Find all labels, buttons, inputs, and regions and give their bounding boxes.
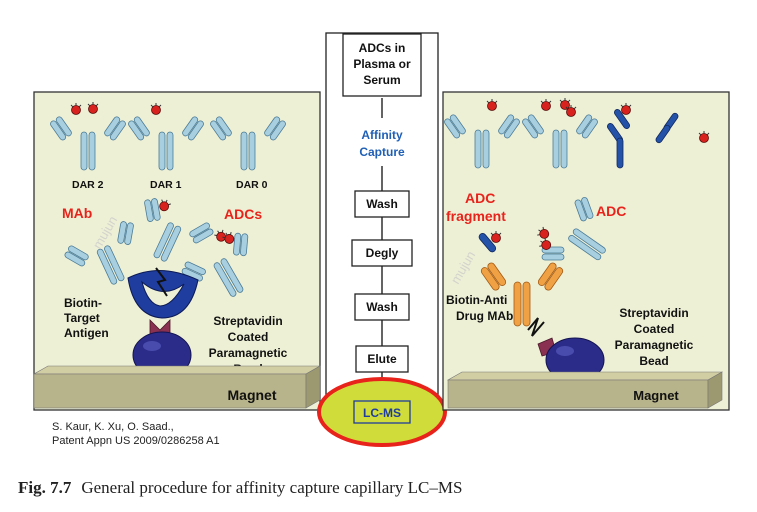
antigen-label: Antigen bbox=[64, 326, 109, 340]
citation-line: Patent Appn US 2009/0286258 A1 bbox=[52, 435, 220, 447]
magnet-slab bbox=[446, 371, 724, 409]
bead-label: Coated bbox=[228, 330, 269, 344]
lcms-step-label: LC-MS bbox=[363, 406, 401, 420]
antidrug-label: Drug MAb bbox=[456, 309, 513, 323]
bead-label: Streptavidin bbox=[619, 306, 688, 320]
dar-label: DAR 1 bbox=[150, 179, 182, 191]
wash-step-box bbox=[354, 293, 410, 321]
input-step-label: ADCs in bbox=[359, 41, 406, 55]
dar-label: DAR 2 bbox=[72, 179, 104, 191]
citation: S. Kaur, K. Xu, O. Saad., Patent Appn US… bbox=[52, 420, 220, 448]
binding-arrow-icon bbox=[527, 317, 545, 337]
figure-caption: Fig. 7.7 General procedure for affinity c… bbox=[18, 478, 462, 498]
wash-step-label: Wash bbox=[366, 197, 398, 211]
input-step-label: Serum bbox=[363, 73, 400, 87]
input-step-label: Plasma or bbox=[353, 57, 411, 71]
figure-number: Fig. 7.7 bbox=[18, 478, 72, 497]
bead-label: Paramagnetic bbox=[615, 338, 694, 352]
adcs-label: ADCs bbox=[224, 206, 262, 222]
bead-label: Coated bbox=[634, 322, 675, 336]
citation-line: S. Kaur, K. Xu, O. Saad., bbox=[52, 421, 174, 433]
bead-label: Bead bbox=[639, 354, 668, 368]
dark-fragment bbox=[655, 112, 710, 144]
lcms-step-box bbox=[353, 400, 411, 424]
wash-step-label: Wash bbox=[366, 300, 398, 314]
biotin-link-icon bbox=[149, 319, 171, 335]
caption-text: General procedure for affinity capture c… bbox=[81, 478, 463, 497]
binding-arrow-icon bbox=[155, 267, 168, 297]
elute-step-label: Elute bbox=[367, 352, 397, 366]
elute-step-box bbox=[355, 345, 409, 373]
bead-label: Paramagnetic bbox=[209, 346, 288, 360]
left-panel: DAR 2 DAR 1 DAR 0 MAb ADCs Biotin- Targe… bbox=[32, 91, 322, 411]
bead-label: Streptavidin bbox=[213, 314, 282, 328]
degly-step-box bbox=[351, 239, 413, 267]
mab-label: MAb bbox=[62, 205, 92, 221]
bound-fragment bbox=[478, 230, 502, 253]
degly-step-label: Degly bbox=[366, 246, 399, 260]
input-step-box bbox=[342, 33, 422, 97]
dar-label: DAR 0 bbox=[236, 179, 268, 191]
magnet-label: Magnet bbox=[228, 387, 277, 403]
affinity-step-label: Capture bbox=[359, 145, 405, 159]
adc-label: ADC bbox=[596, 203, 626, 219]
affinity-step-label: Affinity bbox=[361, 128, 403, 142]
antigen-label: Target bbox=[64, 311, 100, 325]
adc-fragment-label: ADC bbox=[465, 190, 495, 206]
magnet-label: Magnet bbox=[633, 388, 679, 403]
wash-step-box bbox=[354, 190, 410, 218]
right-panel: ADC fragment ADC Biotin-Anti Drug MAb St… bbox=[442, 91, 730, 411]
magnet-slab bbox=[32, 365, 322, 409]
adc-fragment-label: fragment bbox=[446, 208, 506, 224]
antidrug-label: Biotin-Anti bbox=[446, 293, 507, 307]
affinity-step-box bbox=[350, 118, 414, 166]
dark-fragment bbox=[607, 102, 632, 169]
workflow-column: ADCs in Plasma or Serum Affinity Capture… bbox=[317, 32, 447, 447]
antigen-label: Biotin- bbox=[64, 296, 102, 310]
